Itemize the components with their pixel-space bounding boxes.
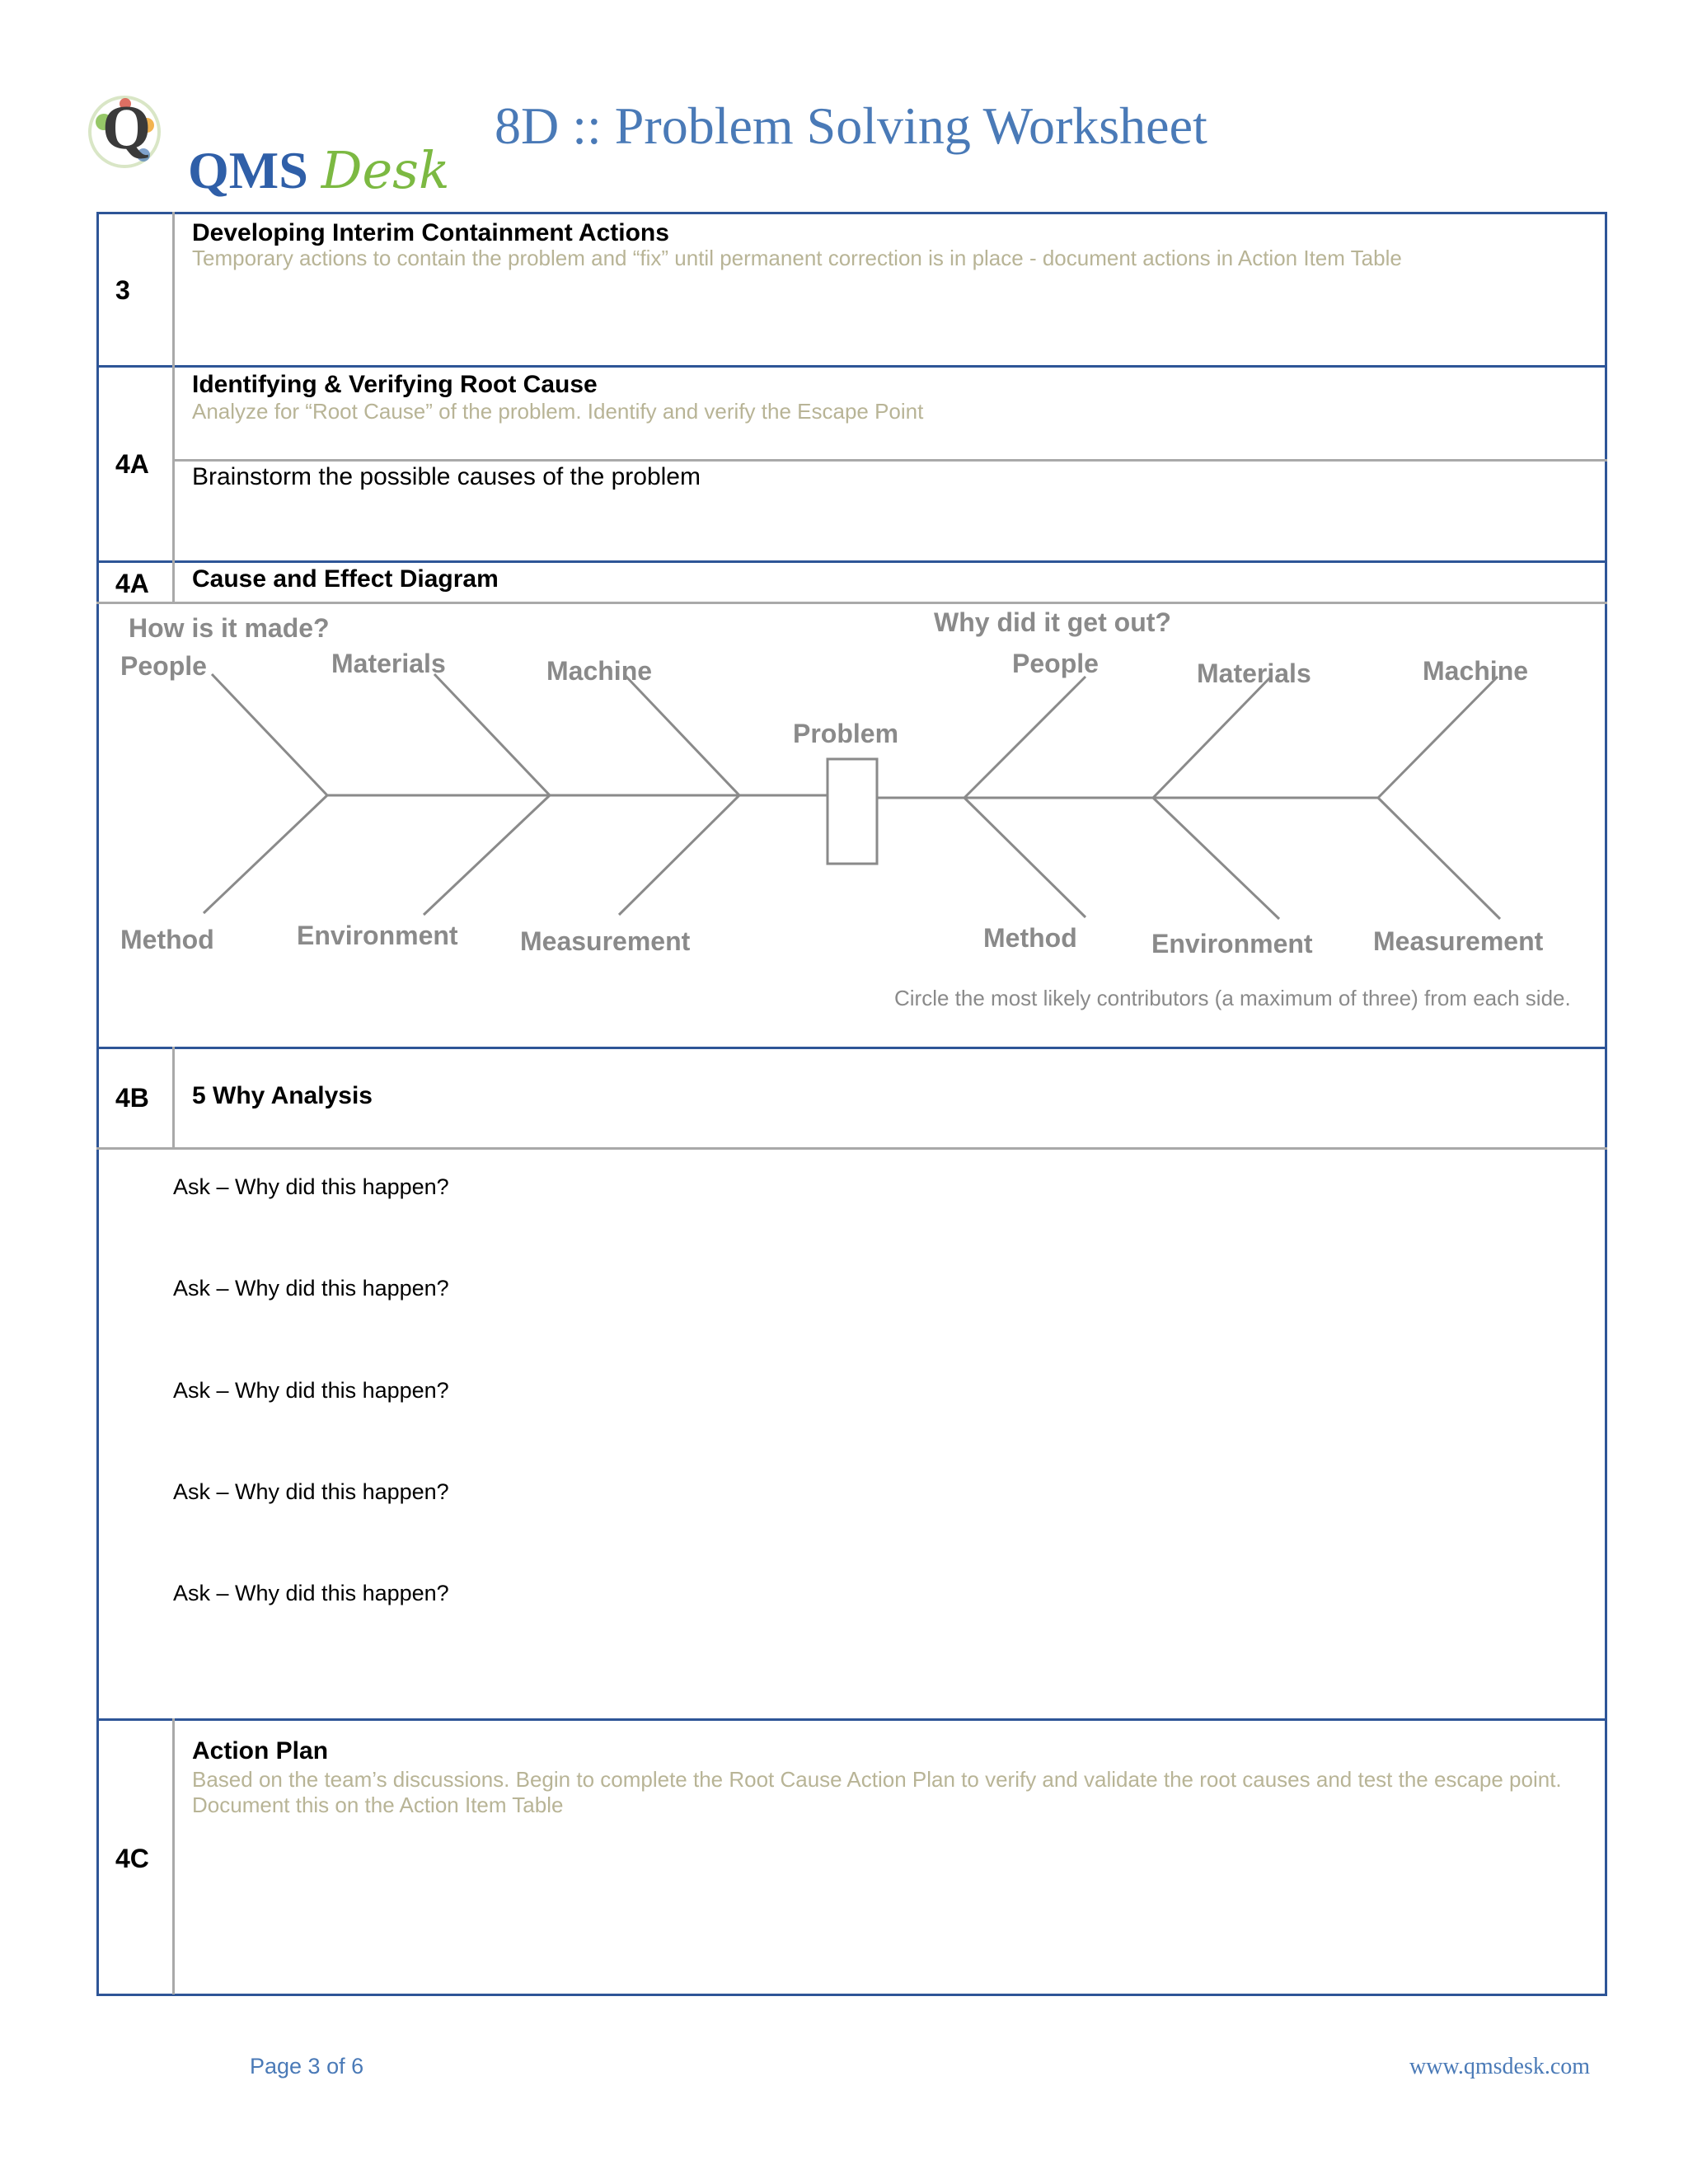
fishbone-bone: [1376, 675, 1499, 799]
section-hint: Based on the team’s discussions. Begin t…: [192, 1767, 1562, 1817]
diagram-note: Circle the most likely contributors (a m…: [894, 986, 1571, 1010]
cause-and-effect-diagram: [202, 673, 1502, 921]
right-top-people: People: [1012, 649, 1099, 678]
section-number: 3: [115, 275, 130, 305]
qms-desk-logo-mark: [79, 89, 170, 180]
section-number: 4A: [115, 449, 149, 479]
divider: [96, 1718, 1607, 1721]
page-title: 8D :: Problem Solving Worksheet: [495, 96, 1207, 155]
logo-brand-qms: QMS: [188, 141, 308, 199]
section-hint: Analyze for “Root Cause” of the problem.…: [192, 399, 924, 424]
left-bottom-measurement: Measurement: [520, 926, 691, 956]
left-top-people: People: [120, 651, 207, 681]
section-title: 5 Why Analysis: [192, 1082, 373, 1109]
right-bottom-measurement: Measurement: [1373, 926, 1544, 956]
fishbone-bone: [1151, 796, 1281, 921]
problem-box: [826, 757, 879, 865]
divider: [172, 459, 1607, 462]
why-prompt: Ask – Why did this happen?: [173, 1276, 449, 1301]
why-prompt: Ask – Why did this happen?: [173, 1378, 449, 1403]
fishbone-bone: [622, 673, 741, 797]
why-prompt: Ask – Why did this happen?: [173, 1174, 449, 1199]
logo-brand-desk: Desk: [321, 140, 450, 200]
right-bottom-environment: Environment: [1151, 929, 1313, 958]
why-prompt: Ask – Why did this happen?: [173, 1479, 449, 1504]
logo-wordmark: QMS Desk: [188, 140, 450, 201]
divider: [172, 1718, 175, 1994]
fishbone-bone: [617, 794, 741, 916]
divider: [96, 365, 1607, 368]
section-hint: Temporary actions to contain the problem…: [192, 246, 1402, 270]
left-bottom-environment: Environment: [297, 921, 458, 950]
divider: [96, 560, 1607, 563]
left-bottom-method: Method: [120, 925, 214, 954]
fishbone-bone: [210, 673, 329, 797]
left-top-materials: Materials: [331, 649, 446, 678]
fishbone-bone: [963, 796, 1087, 919]
fishbone-bone: [202, 794, 329, 915]
website-link[interactable]: www.qmsdesk.com: [1409, 2054, 1591, 2079]
fishbone-bone: [422, 794, 551, 916]
right-top-machine: Machine: [1423, 656, 1529, 686]
section-number: 4A: [115, 569, 149, 598]
worksheet-frame: [96, 212, 1607, 1996]
left-heading: How is it made?: [129, 613, 330, 643]
page-number: Page 3 of 6: [250, 2054, 364, 2079]
fishbone-bone: [1151, 675, 1273, 799]
right-bottom-method: Method: [983, 923, 1077, 953]
divider: [172, 560, 175, 603]
divider: [172, 212, 175, 366]
fishbone-bone: [433, 673, 551, 797]
right-heading: Why did it get out?: [934, 607, 1171, 637]
divider: [96, 1047, 1607, 1049]
brainstorm-prompt: Brainstorm the possible causes of the pr…: [192, 463, 701, 490]
section-title: Cause and Effect Diagram: [192, 565, 499, 593]
section-number: 4C: [115, 1844, 149, 1873]
problem-label: Problem: [793, 719, 899, 748]
left-top-machine: Machine: [546, 656, 653, 686]
divider: [96, 1147, 1607, 1150]
right-top-materials: Materials: [1197, 658, 1311, 688]
section-title: Action Plan: [192, 1737, 329, 1765]
fishbone-bone: [963, 675, 1087, 799]
section-number: 4B: [115, 1083, 149, 1113]
divider: [96, 602, 1607, 604]
why-prompt: Ask – Why did this happen?: [173, 1581, 449, 1605]
divider: [172, 365, 175, 562]
logo-letter: Q: [102, 93, 152, 162]
divider: [172, 1047, 175, 1148]
section-title: Developing Interim Containment Actions: [192, 219, 669, 246]
section-title: Identifying & Verifying Root Cause: [192, 371, 598, 398]
fishbone-bone: [1376, 796, 1502, 921]
